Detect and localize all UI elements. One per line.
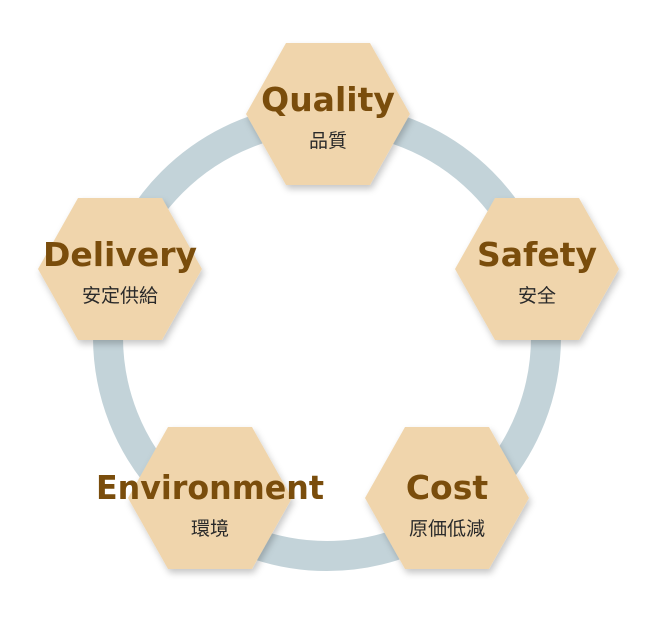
hexagon-shape	[455, 198, 619, 340]
hexagon-subtitle: 品質	[309, 130, 347, 152]
hexagon-shape	[38, 198, 202, 340]
hexagon-shape	[128, 427, 292, 569]
hexagon-title: Quality	[261, 80, 395, 119]
hexagon-cost: Cost 原価低減	[365, 427, 529, 569]
hexagon-title: Safety	[477, 235, 597, 274]
hexagon-quality: Quality 品質	[246, 43, 410, 185]
hexagon-subtitle: 環境	[191, 518, 229, 540]
hexagon-environment: Environment 環境	[96, 427, 324, 569]
hexagon-subtitle: 原価低減	[409, 518, 485, 540]
hexagon-delivery: Delivery 安定供給	[38, 198, 202, 340]
hexagon-subtitle: 安全	[518, 285, 556, 307]
hexagon-title: Cost	[406, 468, 489, 507]
hexagon-title: Environment	[96, 468, 324, 507]
hexagon-subtitle: 安定供給	[82, 285, 158, 307]
hexagon-safety: Safety 安全	[455, 198, 619, 340]
hexagon-shape	[246, 43, 410, 185]
hexagon-title: Delivery	[43, 235, 197, 274]
hexagon-shape	[365, 427, 529, 569]
